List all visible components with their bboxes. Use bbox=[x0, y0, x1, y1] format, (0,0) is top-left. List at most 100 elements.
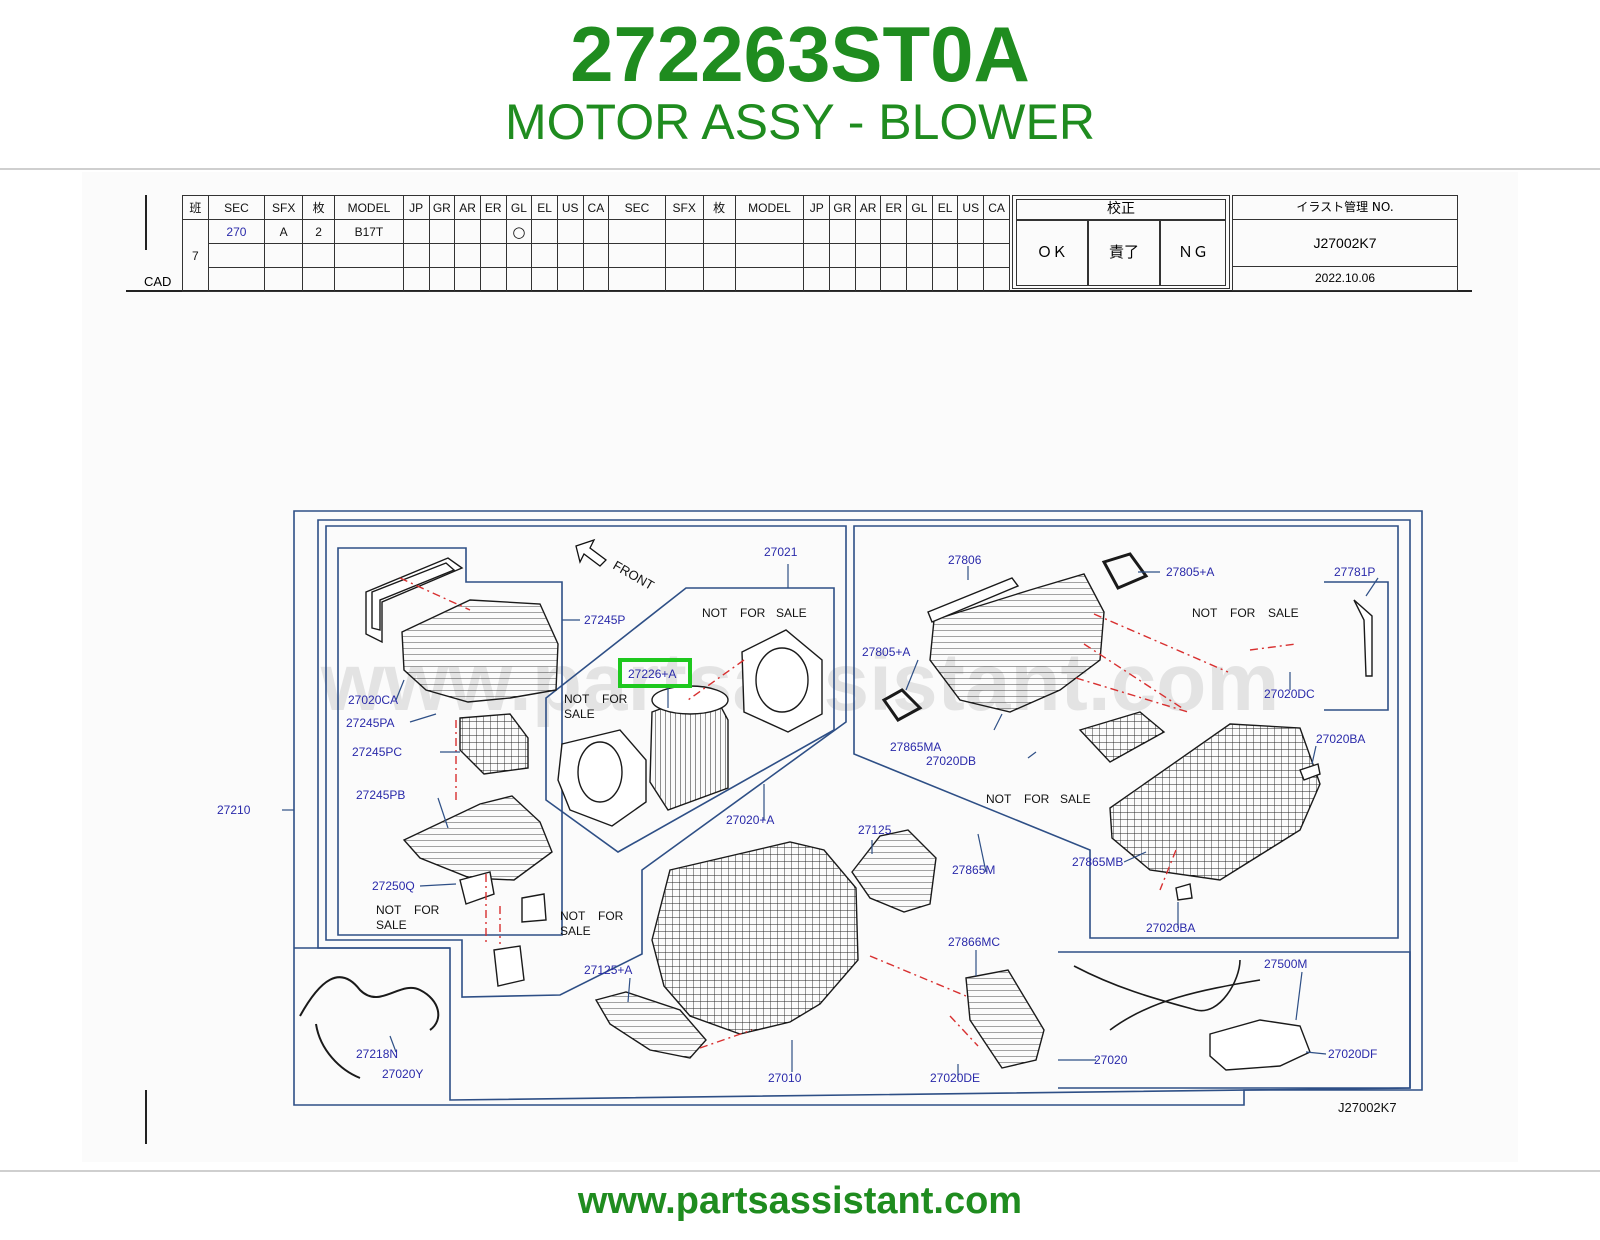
nfs-not: NOT bbox=[560, 909, 586, 923]
nfs-sale: SALE bbox=[564, 707, 595, 721]
label-27020CA: 27020CA bbox=[348, 693, 398, 707]
vent-seal-left-part bbox=[881, 688, 923, 722]
header-divider bbox=[0, 168, 1600, 170]
illust-date: 2022.10.06 bbox=[1314, 271, 1376, 285]
floor-duct-part bbox=[965, 969, 1045, 1069]
nfs-sale: SALE bbox=[776, 606, 807, 620]
label-27781P: 27781P bbox=[1334, 565, 1375, 579]
front-indicator: FRONT bbox=[575, 538, 657, 593]
fan-case-left-part bbox=[557, 729, 647, 827]
nfs-for: FOR bbox=[1024, 792, 1050, 806]
sfx-value: A bbox=[264, 219, 304, 244]
vent-seal-top-part bbox=[1101, 552, 1149, 590]
col-sfx: SFX bbox=[264, 195, 304, 220]
fan-case-right-part bbox=[741, 629, 823, 733]
label-27245PB: 27245PB bbox=[356, 788, 405, 802]
approval-title: 校正 bbox=[1016, 199, 1226, 220]
col-ca: CA bbox=[582, 195, 610, 220]
heater-duct-part bbox=[851, 829, 937, 913]
part-shapes bbox=[299, 552, 1373, 1079]
heater-unit-part bbox=[651, 841, 859, 1035]
footer-url[interactable]: www.partsassistant.com bbox=[577, 1180, 1023, 1222]
nfs-not: NOT bbox=[1192, 606, 1218, 620]
nfs-sale: SALE bbox=[560, 924, 591, 938]
approval-ng: ＮＧ bbox=[1160, 220, 1226, 286]
label-27865MA: 27865MA bbox=[890, 740, 941, 754]
label-27245PA: 27245PA bbox=[346, 716, 395, 730]
label-27865M: 27865M bbox=[952, 863, 995, 877]
approval-done: 責了 bbox=[1088, 220, 1160, 286]
label-27226A: 27226+A bbox=[628, 667, 676, 681]
label-27865MB: 27865MB bbox=[1072, 855, 1123, 869]
nfs-for: FOR bbox=[598, 909, 624, 923]
col-er: ER bbox=[479, 195, 507, 220]
cad-label: CAD bbox=[144, 274, 172, 289]
label-27500M: 27500M bbox=[1264, 957, 1307, 971]
label-27020DE: 27020DE bbox=[930, 1071, 980, 1085]
col-ar: AR bbox=[454, 195, 481, 220]
label-27020DB: 27020DB bbox=[926, 754, 976, 768]
col-gr: GR bbox=[428, 195, 456, 220]
label-27210: 27210 bbox=[217, 803, 251, 817]
model-value: B17T bbox=[334, 219, 404, 244]
col-us: US bbox=[556, 195, 584, 220]
title-block-table: 班 SEC SFX 枚 MODEL JP GR AR ER GL EL US C… bbox=[182, 195, 1010, 292]
fan-case-ring-part bbox=[577, 741, 623, 803]
label-27245P: 27245P bbox=[584, 613, 625, 627]
label-27125: 27125 bbox=[858, 823, 892, 837]
nfs-not: NOT bbox=[986, 792, 1012, 806]
duct-frame bbox=[853, 525, 1399, 939]
illust-number: J27002K7 bbox=[1233, 220, 1457, 267]
table-row bbox=[183, 243, 1010, 268]
lower-duct-part bbox=[594, 991, 707, 1059]
label-27125A: 27125+A bbox=[584, 963, 632, 977]
table-row: 7 270 A 2 B17T ○ bbox=[182, 219, 1010, 292]
label-27010: 27010 bbox=[768, 1071, 802, 1085]
assembly-dash-lines bbox=[399, 577, 1297, 1049]
footer-divider bbox=[0, 1170, 1600, 1172]
clip-part-2 bbox=[1175, 883, 1193, 901]
vent-grille-part bbox=[1078, 711, 1166, 763]
drain-hose-part bbox=[1353, 599, 1373, 677]
label-27020A: 27020+A bbox=[726, 813, 774, 827]
front-label: FRONT bbox=[611, 558, 657, 593]
nfs-for: FOR bbox=[414, 903, 440, 917]
filter-seal-part-inner bbox=[371, 562, 456, 631]
small-bracket-part bbox=[459, 871, 495, 905]
fan-case-right-ring bbox=[755, 647, 809, 713]
highlight-box bbox=[618, 658, 692, 688]
control-cable-part-2 bbox=[1109, 979, 1261, 1031]
approval-ok: ＯＫ bbox=[1016, 220, 1088, 286]
col-ar-2: AR bbox=[854, 195, 882, 220]
exploded-diagram: www.partsassistant.com bbox=[145, 510, 1423, 1144]
label-27020BA-right: 27020BA bbox=[1316, 732, 1365, 746]
blower-fan-face bbox=[651, 685, 729, 715]
gl-mark: ○ bbox=[505, 219, 533, 244]
label-27218N: 27218N bbox=[356, 1047, 398, 1061]
col-ca-2: CA bbox=[983, 195, 1010, 220]
defrost-nozzle-part bbox=[1109, 723, 1321, 881]
col-sheets-2: 枚 bbox=[702, 195, 736, 220]
control-panel-part bbox=[1209, 1019, 1311, 1071]
callout-leaders bbox=[282, 564, 1379, 1080]
main-duct-part bbox=[929, 573, 1105, 713]
ban-value: 7 bbox=[182, 219, 209, 292]
not-for-sale-notes: NOT FOR SALE NOT FOR SALE NOT FOR SALE N… bbox=[376, 606, 1299, 938]
intake-frame bbox=[325, 525, 847, 998]
bottom-right-frame bbox=[1058, 951, 1411, 1089]
label-27020DF: 27020DF bbox=[1328, 1047, 1377, 1061]
part-name: MOTOR ASSY - BLOWER bbox=[505, 94, 1095, 150]
col-jp: JP bbox=[402, 195, 430, 220]
label-27250Q: 27250Q bbox=[372, 879, 415, 893]
small-bracket-part-2 bbox=[521, 893, 547, 923]
table-header-row: 班 SEC SFX 枚 MODEL JP GR AR ER GL EL US C… bbox=[182, 195, 1010, 220]
label-27020Y: 27020Y bbox=[382, 1067, 423, 1081]
illust-title: イラスト管理 NO. bbox=[1233, 196, 1457, 220]
col-gl: GL bbox=[505, 195, 533, 220]
col-model-2: MODEL bbox=[734, 195, 805, 220]
col-sheets: 枚 bbox=[302, 195, 336, 220]
page-header: 272263ST0A MOTOR ASSY - BLOWER bbox=[0, 0, 1600, 168]
clip-part bbox=[1299, 763, 1321, 781]
nfs-for: FOR bbox=[602, 692, 628, 706]
wiring-harness-part-2 bbox=[315, 1023, 361, 1079]
